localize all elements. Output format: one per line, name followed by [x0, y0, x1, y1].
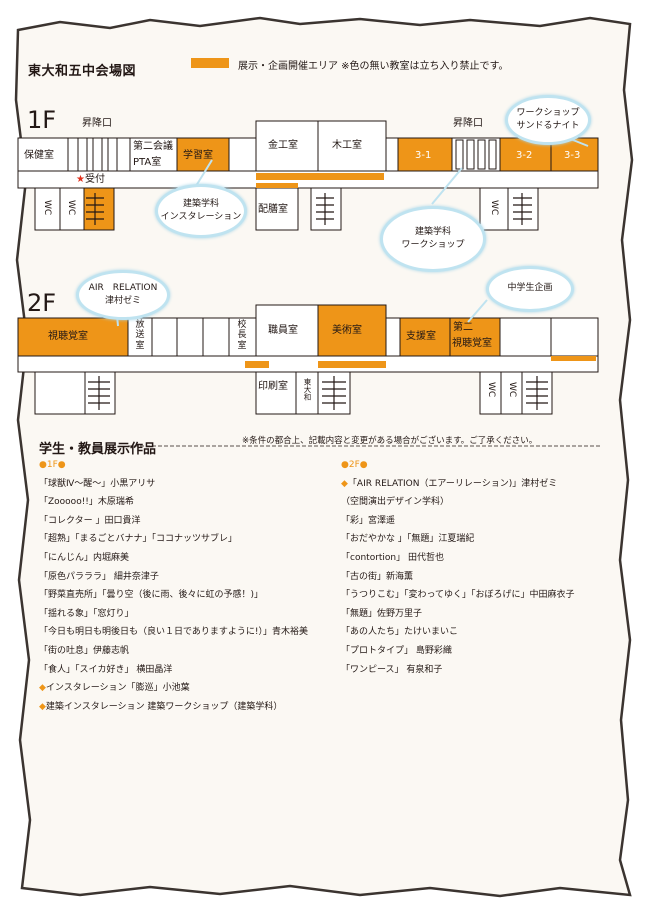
room-shien: 支援室: [406, 331, 436, 342]
room-shichokaku: 視聴覚室: [48, 331, 88, 342]
list-item: 「おだやかな 」「無題」江夏瑞紀: [341, 534, 475, 545]
room-mokko: 木工室: [332, 140, 362, 151]
list-item: 「ワンピース」 有泉和子: [341, 664, 443, 675]
diamond-icon: ◆: [39, 683, 46, 694]
floor1-label: 1F: [27, 106, 57, 134]
room-insatsu: 印刷室: [258, 381, 288, 392]
legend-text: 展示・企画開催エリア ※色の無い教室は立ち入り禁止です。: [238, 61, 509, 72]
bubble-chugakusei: 中学生企画: [486, 266, 574, 312]
reception-label: ★受付: [76, 174, 105, 187]
room-3-1: 3-1: [415, 150, 432, 161]
room-daini-shichokaku-1: 第二: [453, 322, 473, 333]
room-kocho: 校長室: [237, 320, 247, 351]
room-gakushu: 学習室: [183, 150, 213, 161]
list-item-special: ◆「AIR RELATION（エアーリレーション)」津村ゼミ: [341, 478, 558, 489]
bubble-air-relation: AIR RELATION 津村ゼミ: [76, 270, 170, 320]
bubble-text: 建築学科: [414, 226, 451, 237]
list-item: 「古の街」新海薫: [341, 571, 414, 582]
works-2f-header: ●2F●: [341, 460, 368, 470]
wc-1f-c: WC: [489, 200, 499, 216]
floor1-display-strips: [256, 173, 384, 188]
list-item: 「揺れる象」「窓灯り」: [39, 608, 134, 619]
works-1f-list: ●1F● 「球獣Ⅳ～醒～」小黒アリサ 「Zooooo!!」木原瑞希 「コレクター…: [39, 456, 308, 716]
list-item: 「食人」「スイカ好き」 横田晶洋: [39, 664, 173, 675]
wc-2f-a: WC: [486, 382, 496, 398]
room-daini-shichokaku-2: 視聴覚室: [452, 338, 492, 349]
legend-swatch: [191, 58, 229, 68]
room-shokuin: 職員室: [268, 325, 298, 336]
list-item-special: ◆建築インスタレーション 建築ワークショップ（建築学科）: [39, 701, 283, 712]
floor2-display-strips: [245, 356, 596, 368]
bubble-text: 中学生企画: [507, 283, 553, 294]
bubble-text: 建築学科: [182, 198, 219, 209]
room-pta: PTA室: [133, 157, 162, 168]
list-item: 「コレクター 」田口貴洋: [39, 515, 141, 526]
list-item: 「Zooooo!!」木原瑞希: [39, 497, 134, 508]
room-bijutsu: 美術室: [332, 325, 362, 336]
list-item: 「街の吐息」伊藤志帆: [39, 645, 130, 656]
room-hokenshitsu: 保健室: [24, 150, 54, 161]
bubble-text: ワークショップ: [401, 240, 465, 250]
bubble-installation: 建築学科 インスタレーション: [155, 184, 247, 238]
bubble-workshop: 建築学科 ワークショップ: [380, 206, 486, 272]
room-higashi-wc: 東大和: [303, 378, 312, 401]
list-item: 「にんじん」内堀麻美: [39, 552, 130, 563]
room-haizen: 配膳室: [258, 204, 288, 215]
list-item: 「彩」宮澤遥: [341, 515, 396, 526]
works-2f-list: ●2F● ◆「AIR RELATION（エアーリレーション)」津村ゼミ （空間演…: [341, 456, 575, 679]
bubble-text: 津村ゼミ: [104, 296, 141, 306]
floor2-label: 2F: [27, 289, 57, 317]
list-item: 「球獣Ⅳ～醒～」小黒アリサ: [39, 478, 156, 489]
list-item: 「contortion」 田代哲也: [341, 552, 444, 563]
star-icon: ★: [76, 174, 85, 185]
bubble-text: インスタレーション: [160, 212, 242, 222]
bubble-workshop-sandnight: ワークショップ サンドるナイト: [505, 95, 591, 145]
list-item: 「野菜直売所」「曇り空（後に雨、後々に虹の予感！)」: [39, 590, 264, 601]
room-kinko: 金工室: [268, 140, 298, 151]
wc-1f-b: WC: [66, 200, 76, 216]
wc-1f-a: WC: [42, 200, 52, 216]
list-item: 「プロトタイプ」 島野彩織: [341, 645, 452, 656]
list-item-special: ◆インスタレーション「膨巡」小池葉: [39, 683, 190, 694]
room-3-3: 3-3: [564, 150, 581, 161]
list-item: 「今日も明日も明後日も（良い１日でありますように!）」青木裕美: [39, 627, 309, 638]
reception-text: 受付: [84, 174, 105, 185]
stairs-lines: [86, 193, 532, 225]
diamond-icon: ◆: [39, 701, 46, 712]
diamond-icon: ◆: [341, 478, 348, 489]
list-item: 「無題」佐野万里子: [341, 608, 423, 619]
wc-2f-b: WC: [507, 382, 517, 398]
bubble-text: AIR RELATION: [88, 282, 158, 293]
page-title: 東大和五中会場図: [28, 64, 137, 79]
list-item: （空間演出デザイン学科）: [341, 497, 450, 508]
bubble-text: サンドるナイト: [516, 121, 580, 131]
room-daini-kaigi: 第二会議: [133, 141, 173, 152]
stairs-right-label: 昇降口: [453, 118, 483, 129]
list-item: 「あの人たち」たけいまいこ: [341, 627, 459, 638]
works-1f-header: ●1F●: [39, 460, 66, 470]
bubble-text: ワークショップ: [516, 107, 580, 118]
list-item: 「うつりこむ」「変わってゆく」「おぼろげに」中田麻衣子: [341, 590, 575, 601]
floor1-plan: [17, 120, 599, 231]
works-note: ※条件の都合上、記載内容と変更がある場合がございます。ご了承ください。: [242, 436, 538, 446]
list-item: 「原色パラララ」 細井奈津子: [39, 571, 159, 582]
room-hoso: 放送室: [135, 320, 145, 351]
room-3-2: 3-2: [516, 150, 533, 161]
list-item: 「超熟」「まるごとバナナ」「ココナッツサブレ」: [39, 534, 238, 545]
stairs-left-label: 昇降口: [82, 118, 112, 129]
stairs-lines-2f: [88, 376, 548, 410]
works-section-title: 学生・教員展示作品: [39, 442, 157, 457]
floor2-plan: [17, 304, 599, 415]
